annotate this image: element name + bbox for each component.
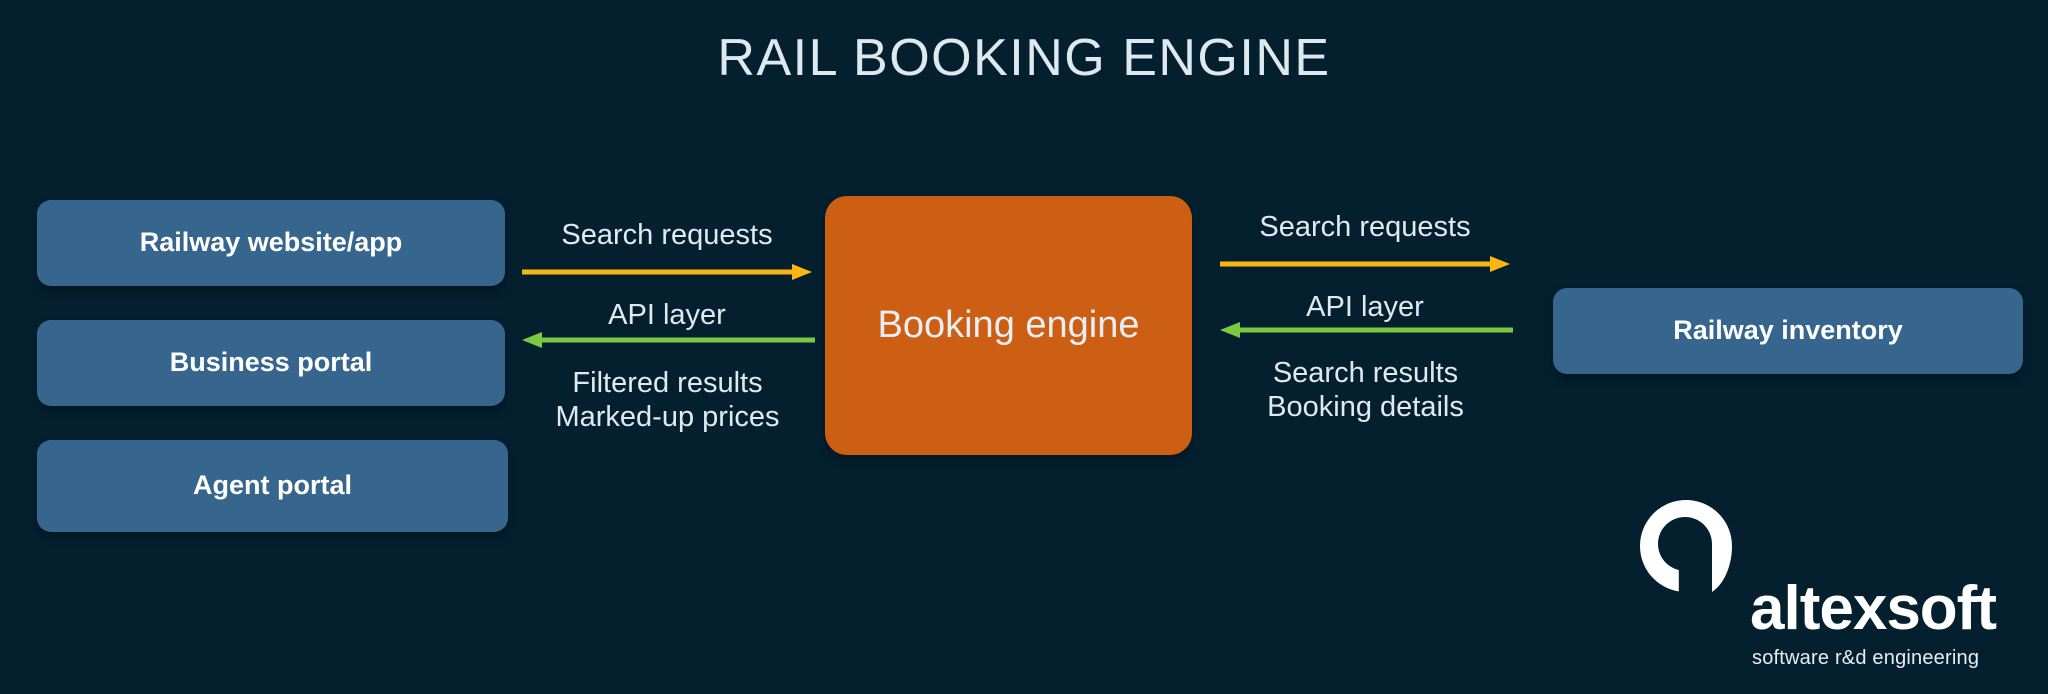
node-railway-inventory[interactable]: Railway inventory <box>1553 288 2023 374</box>
node-agent-portal[interactable]: Agent portal <box>37 440 508 532</box>
flow-right-outbound: Search requests API layer <box>1220 210 1510 324</box>
node-agent-portal-label: Agent portal <box>193 470 352 501</box>
node-business-portal-label: Business portal <box>169 347 373 378</box>
flow-left-inbound-label-line1: Filtered results <box>572 367 763 399</box>
node-booking-engine[interactable]: Booking engine <box>825 196 1192 455</box>
brand-logo: altexsoft software r&d engineering <box>1640 500 2010 668</box>
brand-tagline: software r&d engineering <box>1752 647 1980 669</box>
flow-left-outbound-label-below: API layer <box>608 299 726 332</box>
flow-left-inbound: Filtered results Marked-up prices <box>520 330 815 434</box>
arrow-left-green-icon <box>520 330 815 354</box>
spacer <box>522 252 812 262</box>
flow-left-inbound-label-line2: Marked-up prices <box>555 401 780 434</box>
flow-right-inbound-label-line2: Booking details <box>1267 391 1464 424</box>
spacer <box>520 354 815 366</box>
page-title: RAIL BOOKING ENGINE <box>717 29 1331 87</box>
flow-right-inbound-label-line1: Search results <box>1272 357 1459 389</box>
flow-right-inbound: Search results Booking details <box>1218 320 1513 424</box>
flow-right-outbound-label-above: Search requests <box>1259 211 1471 243</box>
node-railway-website-label: Railway website/app <box>139 227 403 258</box>
flow-left-outbound: Search requests API layer <box>522 218 812 332</box>
node-business-portal[interactable]: Business portal <box>37 320 505 406</box>
node-railway-website[interactable]: Railway website/app <box>37 200 505 286</box>
spacer <box>522 286 812 298</box>
spacer <box>1220 278 1510 290</box>
brand-wordmark: altexsoft <box>1750 574 1997 643</box>
arrow-right-yellow-icon <box>522 262 812 286</box>
flow-left-outbound-label-above: Search requests <box>561 219 773 251</box>
spacer <box>1218 344 1513 356</box>
flow-right-outbound-label-below: API layer <box>1306 291 1424 324</box>
arrow-left-green-icon <box>1218 320 1513 344</box>
node-railway-inventory-label: Railway inventory <box>1673 315 1903 346</box>
node-booking-engine-label: Booking engine <box>877 303 1140 346</box>
spacer <box>1220 244 1510 254</box>
altexsoft-speech-bubble-a-icon <box>1640 500 1732 592</box>
arrow-right-yellow-icon <box>1220 254 1510 278</box>
